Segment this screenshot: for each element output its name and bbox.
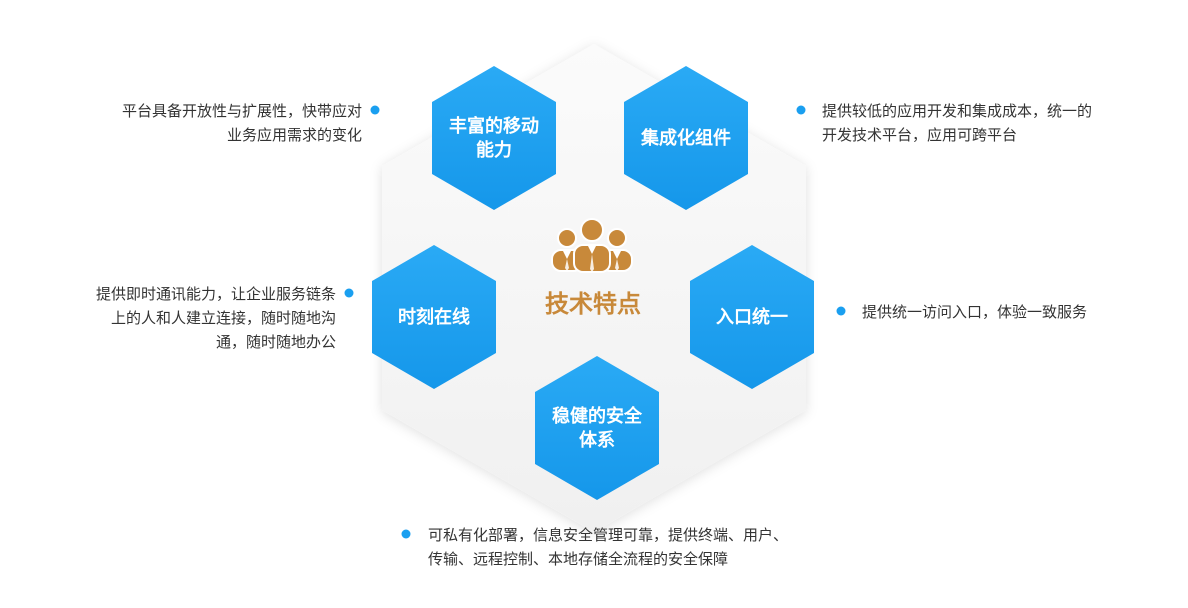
feature-label: 入口统一	[716, 306, 788, 328]
description-line: 开发技术平台，应用可跨平台	[822, 126, 1017, 144]
description-line: 提供较低的应用开发和集成成本，统一的	[822, 102, 1092, 120]
center-title: 技术特点	[545, 290, 641, 318]
feature-hexagon-online: 时刻在线	[372, 245, 496, 389]
description-line: 上的人和人建立连接，随时随地沟	[111, 309, 336, 327]
description-entry: 提供统一访问入口，体验一致服务	[836, 303, 1087, 321]
bullet-dot	[370, 105, 380, 115]
bullet-dot	[401, 529, 411, 539]
feature-label: 时刻在线	[398, 306, 470, 328]
hexagon-shape	[372, 245, 496, 389]
bullet-dot	[344, 288, 354, 298]
feature-label: 体系	[579, 429, 615, 451]
feature-hexagon-entry: 入口统一	[690, 245, 814, 389]
description-line: 传输、远程控制、本地存储全流程的安全保障	[428, 550, 728, 568]
bullet-dot	[836, 306, 846, 316]
feature-label: 丰富的移动	[449, 115, 539, 137]
description-security: 可私有化部署，信息安全管理可靠，提供终端、用户、传输、远程控制、本地存储全流程的…	[401, 526, 788, 568]
bullet-dot	[796, 105, 806, 115]
feature-label: 集成化组件	[640, 127, 731, 149]
description-line: 业务应用需求的变化	[227, 126, 362, 144]
description-line: 提供即时通讯能力，让企业服务链条	[96, 285, 336, 303]
hexagon-shape	[432, 66, 556, 210]
hexagon-shape	[535, 356, 659, 500]
person-figure	[573, 218, 611, 273]
hexagon-shape	[624, 66, 748, 210]
description-line: 提供统一访问入口，体验一致服务	[862, 303, 1087, 321]
description-line: 通，随时随地办公	[216, 333, 336, 351]
feature-hexagon-component: 集成化组件	[624, 66, 748, 210]
description-line: 可私有化部署，信息安全管理可靠，提供终端、用户、	[428, 526, 788, 544]
feature-label: 稳健的安全	[552, 405, 643, 427]
hexagon-shape	[690, 245, 814, 389]
feature-label: 能力	[476, 139, 512, 161]
team-people-icon	[551, 218, 633, 273]
description-line: 平台具备开放性与扩展性，快带应对	[122, 102, 362, 120]
